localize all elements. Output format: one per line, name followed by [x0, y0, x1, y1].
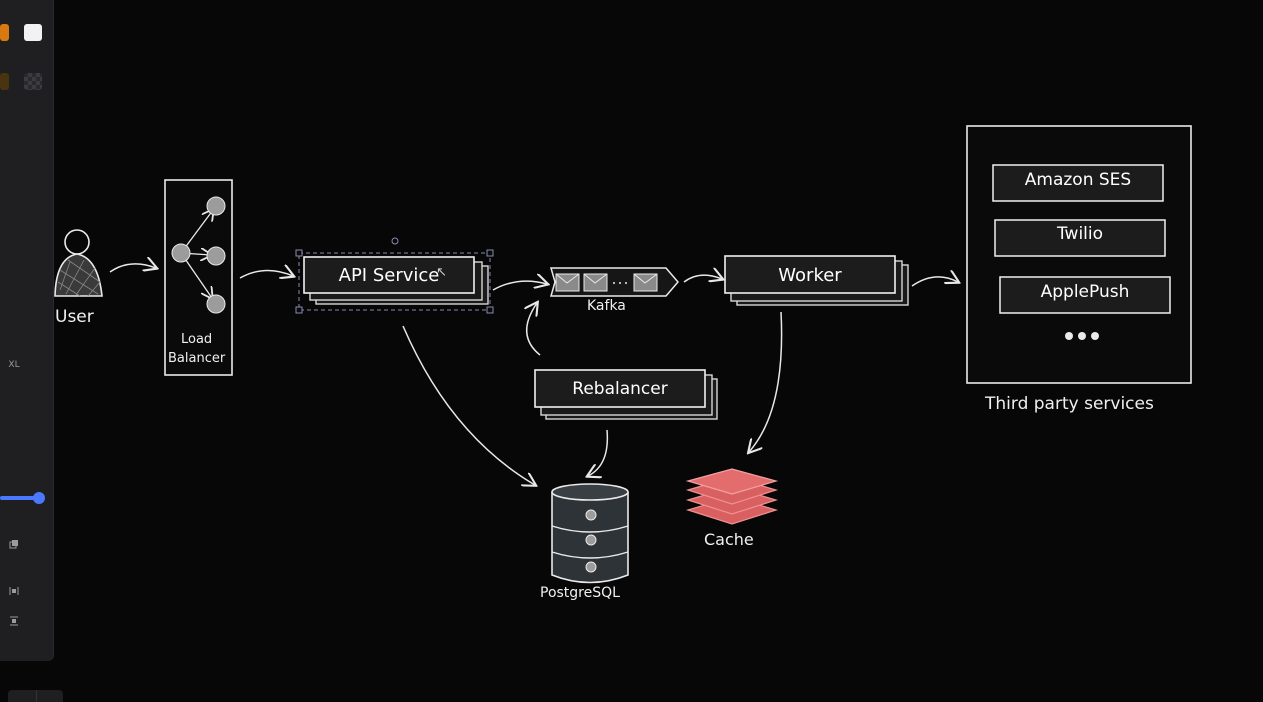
align-horizontal-icon[interactable]: [4, 582, 24, 600]
arrow-rebalancer-to-postgres: [588, 429, 609, 476]
font-size-xl-button[interactable]: XL: [8, 360, 20, 370]
color-swatch-dark-brown[interactable]: [0, 73, 9, 90]
arrow-lb-to-api: [239, 270, 293, 278]
user-label: User: [55, 307, 94, 327]
load-balancer-label-line1: Load: [181, 332, 213, 347]
amazon-ses-label: Amazon SES: [1024, 170, 1132, 190]
properties-panel: XL: [0, 0, 54, 661]
mouse-cursor-icon: ↖: [436, 265, 447, 280]
color-swatch-white[interactable]: [24, 24, 42, 41]
third-party-services-label: Third party services: [985, 394, 1154, 414]
twilio-label: Twilio: [1056, 224, 1104, 244]
arrow-worker-to-third-party: [911, 277, 958, 287]
user-icon[interactable]: [54, 229, 103, 297]
arrow-api-to-kafka: [492, 281, 547, 291]
cache-layers-icon[interactable]: [685, 468, 779, 525]
worker-node[interactable]: [724, 255, 909, 306]
rebalancer-node[interactable]: [534, 369, 718, 420]
load-balancer-node[interactable]: [164, 179, 233, 376]
kafka-label: Kafka: [587, 298, 626, 314]
applepush-label: ApplePush: [1040, 282, 1130, 302]
rebalancer-label: Rebalancer: [572, 378, 668, 399]
api-service-node[interactable]: [295, 237, 494, 314]
align-vertical-icon[interactable]: [4, 612, 24, 630]
arrow-user-to-lb: [109, 264, 156, 273]
third-party-services-container[interactable]: [966, 125, 1192, 384]
load-balancer-label-line2: Balancer: [168, 351, 226, 366]
arrow-api-to-postgres: [402, 325, 535, 485]
kafka-node[interactable]: [550, 267, 679, 297]
bottom-toolbar-stub: [8, 690, 63, 702]
cache-label: Cache: [704, 530, 754, 549]
arrow-kafka-to-worker: [683, 275, 722, 283]
postgresql-database-icon[interactable]: [551, 483, 629, 584]
arrow-worker-to-cache: [749, 311, 783, 452]
opacity-slider-thumb[interactable]: [33, 492, 45, 504]
color-swatch-orange[interactable]: [0, 24, 9, 41]
worker-label: Worker: [778, 265, 842, 286]
opacity-slider-track[interactable]: [0, 496, 40, 500]
api-service-label: API Service: [338, 264, 440, 286]
layer-icon[interactable]: [4, 535, 24, 553]
transparent-swatch-icon[interactable]: [24, 73, 42, 90]
postgresql-label: PostgreSQL: [540, 585, 620, 601]
bottom-toolbar-divider: [36, 690, 37, 702]
arrow-rebalancer-to-kafka: [527, 303, 541, 356]
